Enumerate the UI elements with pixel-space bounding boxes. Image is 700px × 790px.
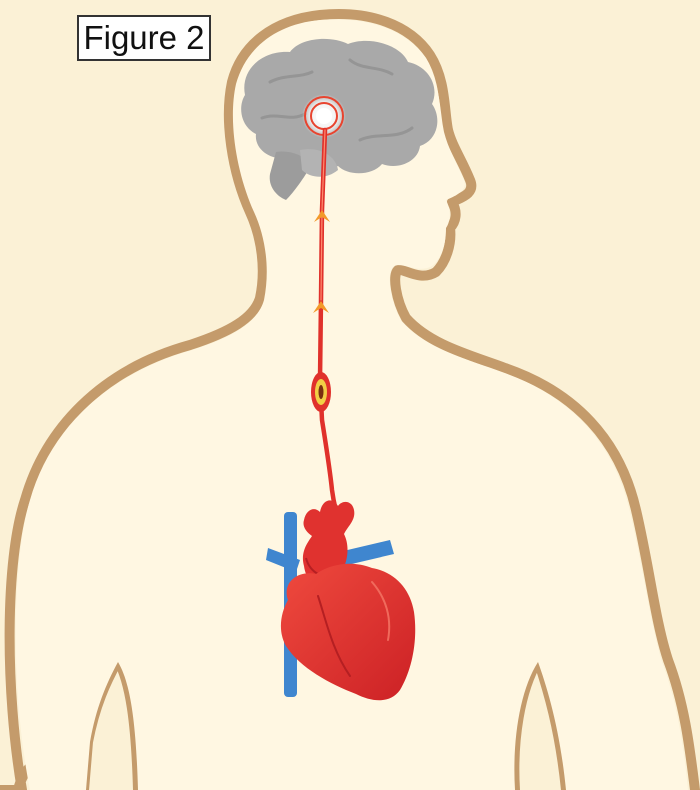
nerve-ganglion: [311, 372, 331, 412]
figure-label: Figure 2: [77, 15, 211, 61]
